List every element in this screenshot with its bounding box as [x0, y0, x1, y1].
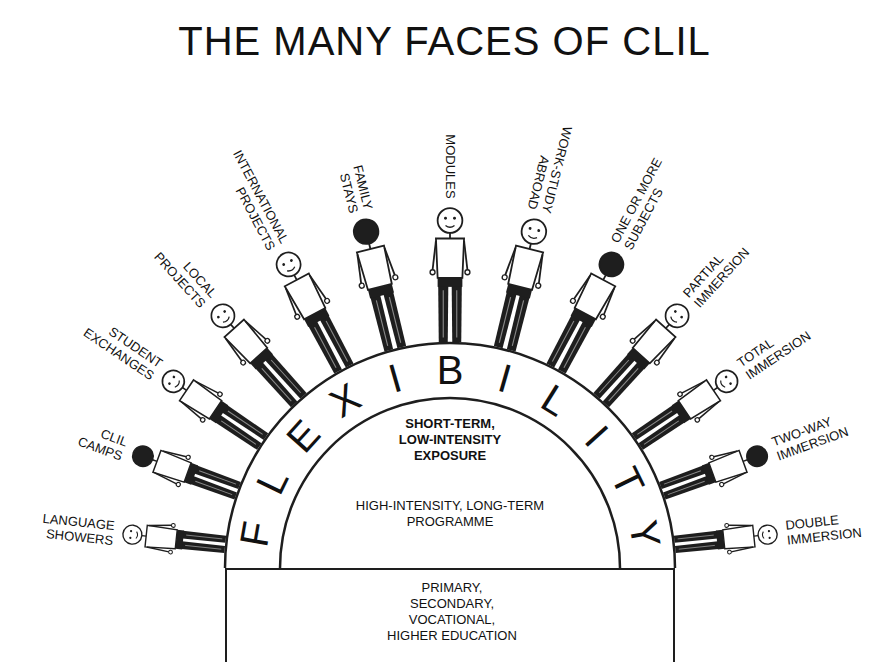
intensity-semicircle: SHORT-TERM, LOW-INTENSITY EXPOSURE HIGH-I…: [280, 398, 620, 568]
exposure-text: SHORT-TERM, LOW-INTENSITY EXPOSURE: [390, 416, 510, 464]
arch-letter: T: [605, 461, 652, 500]
arch-letter: B: [437, 350, 464, 390]
arch-letter: I: [385, 357, 407, 399]
education-level-box: PRIMARY, SECONDARY, VOCATIONAL, HIGHER E…: [225, 568, 675, 662]
arch-letter: Y: [623, 517, 667, 550]
arch-letter: I: [579, 418, 616, 453]
person-figure: [628, 361, 746, 457]
figure-label: PARTIAL IMMERSION: [680, 224, 763, 311]
person-figure: [344, 215, 415, 354]
programme-text: HIGH-INTENSITY, LONG-TERM PROGRAMME: [355, 498, 545, 530]
person-figure: [539, 245, 634, 378]
person-figure: [128, 437, 244, 506]
figure-label: LANGUAGE SHOWERS: [33, 509, 116, 547]
arch-letter: L: [249, 462, 295, 500]
person-figure: [154, 361, 272, 457]
figure-label: TWO-WAY IMMERSION: [770, 405, 865, 464]
diagram-title: THE MANY FACES OF CLIL: [0, 18, 889, 64]
flexibility-arch: FLEXIBILITYSHORT-TERM, LOW-INTENSITY EXP…: [225, 343, 675, 568]
arch-letter: F: [233, 518, 277, 549]
arch-letter: L: [535, 377, 575, 423]
person-figure: [121, 518, 226, 559]
figure-label: LOCAL PROJECTS: [144, 231, 220, 311]
people-figures: [121, 208, 778, 559]
figure-label: MODULES: [442, 135, 457, 199]
person-figure: [266, 245, 361, 378]
figure-label: INTERNATIONAL PROJECTS: [211, 137, 291, 253]
arch-letter: X: [323, 376, 367, 424]
arc-line: [280, 398, 620, 568]
arc-line: [225, 343, 675, 568]
figure-label: WORK-STUDY ABROAD: [524, 115, 576, 214]
figure-label: STUDENT EXCHANGES: [70, 305, 166, 383]
person-figure: [486, 215, 557, 354]
education-levels-text: PRIMARY, SECONDARY, VOCATIONAL, HIGHER E…: [382, 580, 522, 644]
figure-label: TOTAL IMMERSION: [735, 308, 826, 383]
arch-letter: I: [494, 357, 516, 399]
person-figure: [673, 518, 778, 559]
figure-label: CLIL CAMPS: [73, 418, 130, 463]
figure-label: FAMILY STAYS: [332, 149, 376, 214]
figure-label: DOUBLE IMMERSION: [784, 508, 877, 547]
person-figure: [657, 437, 773, 506]
arch-letter: E: [279, 412, 327, 459]
person-figure: [430, 208, 470, 342]
figure-label: ONE OR MORE SUBJECTS: [608, 146, 684, 253]
